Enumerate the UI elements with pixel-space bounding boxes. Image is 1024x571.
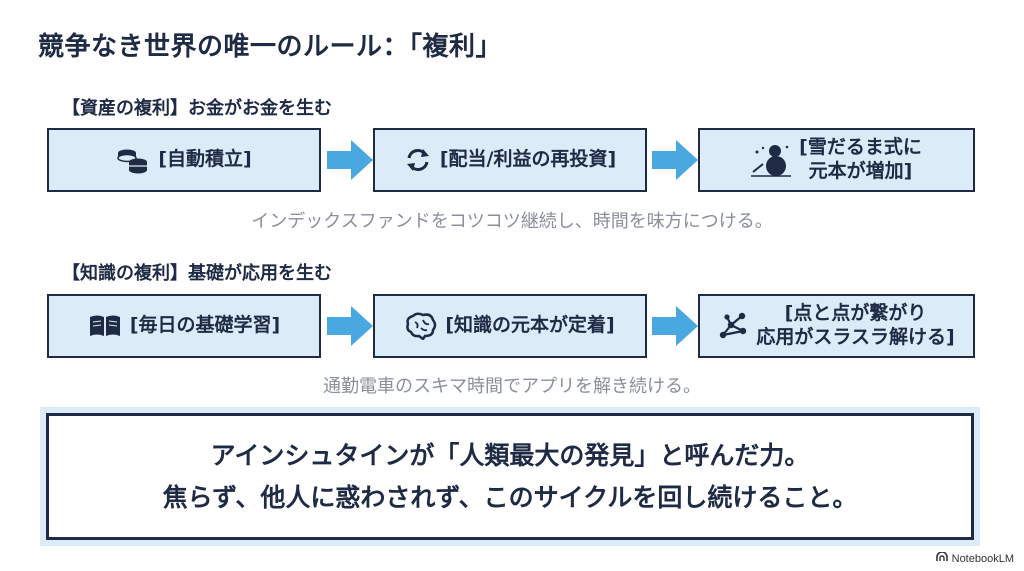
step-connect-dots: [点と点が繋がり 応用がスラスラ解ける] (698, 294, 975, 358)
step-auto-saving: [自動積立] (47, 128, 321, 192)
badge-label: NotebookLM (951, 552, 1014, 565)
step-label: [自動積立] (158, 148, 252, 171)
step-label: [毎日の基礎学習] (129, 314, 281, 337)
section-note-asset: インデックスファンドをコツコツ継続し、時間を味方につける。 (251, 211, 773, 232)
step-reinvest: [配当/利益の再投資] (373, 128, 647, 192)
brain-icon (405, 312, 437, 340)
snowman-icon (751, 142, 792, 178)
section-label-knowledge: 【知識の複利】基礎が応用を生む (62, 263, 332, 284)
section-note-knowledge: 通勤電車のスキマ時間でアプリを解き続ける。 (323, 376, 701, 397)
page-title: 競争なき世界の唯一のルール：「複利」 (38, 32, 503, 62)
notebooklm-logo-icon (935, 551, 948, 565)
callout-line-1: アインシュタインが「人類最大の発見」と呼んだ力。 (210, 441, 810, 471)
callout-line-2: 焦らず、他人に惑わされず、このサイクルを回し続けること。 (162, 482, 858, 512)
section-label-asset: 【資産の複利】お金がお金を生む (62, 98, 332, 119)
arrow-right-icon (327, 306, 373, 346)
arrow-right-icon (652, 140, 698, 180)
step-label: [配当/利益の再投資] (439, 148, 617, 171)
open-book-icon (88, 313, 122, 339)
step-daily-study: [毎日の基礎学習] (47, 294, 321, 358)
network-icon (718, 311, 748, 341)
conclusion-callout: アインシュタインが「人類最大の発見」と呼んだ力。 焦らず、他人に惑わされず、この… (46, 413, 974, 540)
coins-icon (116, 145, 150, 175)
arrow-right-icon (327, 140, 373, 180)
step-label: [点と点が繋がり 応用がスラスラ解ける] (756, 302, 955, 348)
step-label: [知識の元本が定着] (445, 314, 615, 337)
step-label: [雪だるま式に 元本が増加] (799, 136, 922, 182)
arrow-right-icon (652, 306, 698, 346)
step-knowledge-settles: [知識の元本が定着] (373, 294, 647, 358)
step-snowball: [雪だるま式に 元本が増加] (698, 128, 975, 192)
notebooklm-badge: NotebookLM (935, 551, 1014, 565)
refresh-icon (404, 146, 432, 174)
